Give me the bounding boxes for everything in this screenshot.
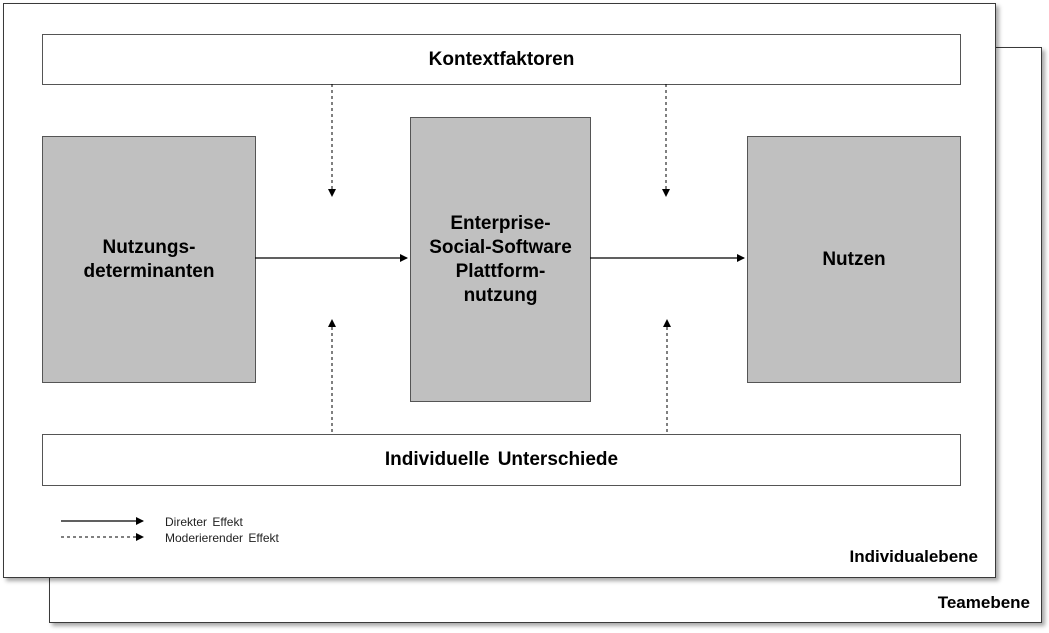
benefit-box: Nutzen [747, 136, 961, 383]
individual-differences-label: Individuelle Unterschiede [384, 449, 619, 470]
context-factors-label: Kontextfaktoren [428, 48, 575, 70]
context-factors-box: Kontextfaktoren [42, 34, 961, 85]
individual-level-frame: Kontextfaktoren Nutzungs- determinanten … [3, 3, 996, 578]
usage-determinants-box: Nutzungs- determinanten [42, 136, 256, 383]
legend-direct-label: Direkter Effekt [165, 515, 243, 529]
usage-determinants-label: Nutzungs- determinanten [83, 236, 215, 282]
platform-usage-box: Enterprise- Social-Software Plattform- n… [410, 117, 591, 402]
individual-level-label: Individualebene [849, 547, 978, 566]
platform-usage-label: Enterprise- Social-Software Plattform- n… [429, 212, 572, 306]
benefit-label: Nutzen [822, 248, 886, 270]
individual-differences-box: Individuelle Unterschiede [42, 434, 961, 486]
legend-moderating-label: Moderierender Effekt [165, 531, 279, 545]
team-level-label: Teamebene [937, 593, 1030, 612]
